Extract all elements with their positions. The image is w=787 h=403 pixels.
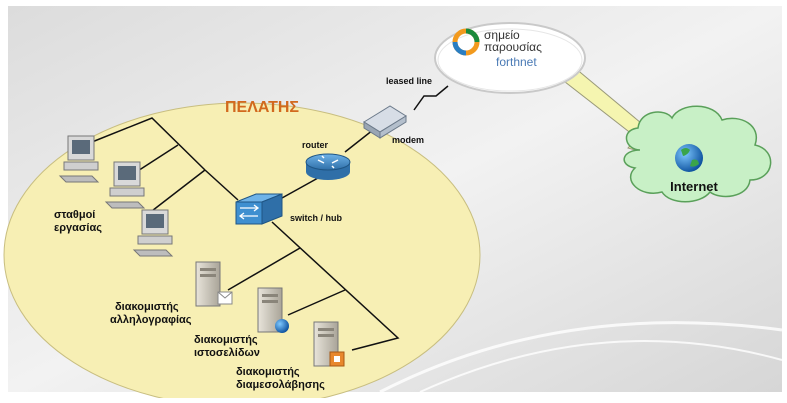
switch-icon [235,193,283,225]
proxy-server-label-line2: διαμεσολάβησης [236,379,325,391]
background-swoosh [379,321,783,394]
forthnet-logo-icon [452,28,480,56]
mail-server-label-line2: αλληλογραφίας [110,314,192,326]
proxy-server-label-line1: διακομιστής [236,366,300,378]
workstations-label-line1: σταθμοί [54,209,95,221]
pop-brand: forthnet [496,55,537,69]
modem-icon [363,105,407,139]
workstations-label-line2: εργασίας [54,222,102,234]
pop-line1: σημείο [484,28,520,42]
router-icon [305,153,351,180]
leased-line-label: leased line [386,76,432,86]
proxy-server-icon [313,321,345,367]
switch-label: switch / hub [290,213,343,223]
modem-label: modem [392,135,424,145]
globe-icon [675,144,703,172]
leased-line [413,85,449,111]
workstation-icon [58,135,100,183]
pop-line2: παρουσίας [484,40,542,54]
router-label: router [302,140,329,150]
mail-server-icon [195,261,233,307]
customer-label: ΠΕΛΑΤΗΣ [225,99,299,116]
web-server-label-line1: διακομιστής [194,334,258,346]
workstation-icon [132,209,174,257]
point-of-presence [434,22,586,94]
background-swoosh [419,340,783,393]
web-server-label-line2: ιστοσελίδων [194,347,260,359]
internet-label: Internet [670,179,718,194]
web-server-icon [257,287,289,333]
workstation-icon [104,161,146,209]
mail-server-label-line1: διακομιστής [115,301,179,313]
